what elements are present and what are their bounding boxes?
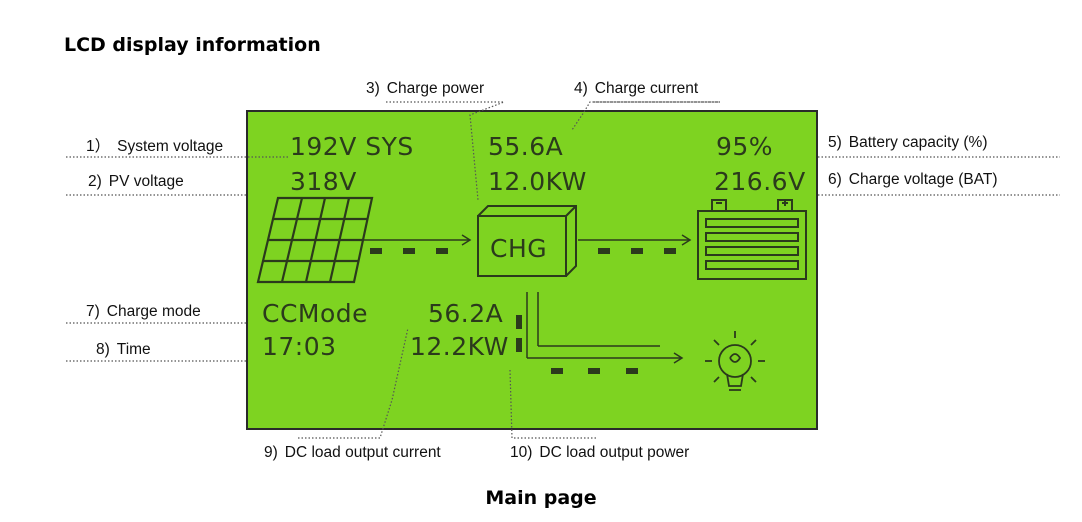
page-caption: Main page	[485, 487, 597, 509]
callout-charge-mode: 7)Charge mode	[86, 303, 201, 320]
light-bulb-icon	[705, 331, 765, 391]
callout-charge-voltage: 6)Charge voltage (BAT)	[828, 171, 998, 188]
callout-charge-power: 3)Charge power	[366, 80, 485, 97]
lcd-load-current: 56.2A	[428, 299, 504, 328]
lcd-charge-power: 12.0KW	[488, 167, 587, 196]
charger-box	[477, 205, 577, 277]
flow-arrow-icon	[356, 234, 472, 254]
flow-arrow-icon	[578, 234, 692, 254]
page-title: LCD display information	[64, 34, 321, 56]
leader-lines	[66, 101, 1060, 439]
lcd-load-power: 12.2KW	[410, 332, 509, 361]
lcd-system-voltage: 192V SYS	[290, 132, 414, 161]
lcd-charge-voltage: 216.6V	[714, 167, 806, 196]
lcd-chg-label: CHG	[490, 234, 548, 263]
callout-load-current: 9)DC load output current	[264, 444, 441, 461]
callout-battery-capacity: 5)Battery capacity (%)	[828, 134, 988, 151]
load-flow-lines	[516, 292, 684, 374]
lcd-charge-current: 55.6A	[488, 132, 564, 161]
callout-load-power: 10)DC load output power	[510, 444, 690, 461]
solar-panel-icon	[256, 196, 374, 284]
callout-system-voltage: 1）System voltage	[86, 138, 224, 155]
callout-time: 8)Time	[96, 341, 151, 358]
battery-icon	[697, 199, 807, 280]
lcd-pv-voltage: 318V	[290, 167, 357, 196]
lcd-battery-capacity: 95%	[716, 132, 774, 161]
lcd-time: 17:03	[262, 332, 337, 361]
callout-charge-current: 4)Charge current	[574, 80, 699, 97]
lcd-charge-mode: CCMode	[262, 299, 369, 328]
callout-pv-voltage: 2)PV voltage	[88, 173, 184, 190]
